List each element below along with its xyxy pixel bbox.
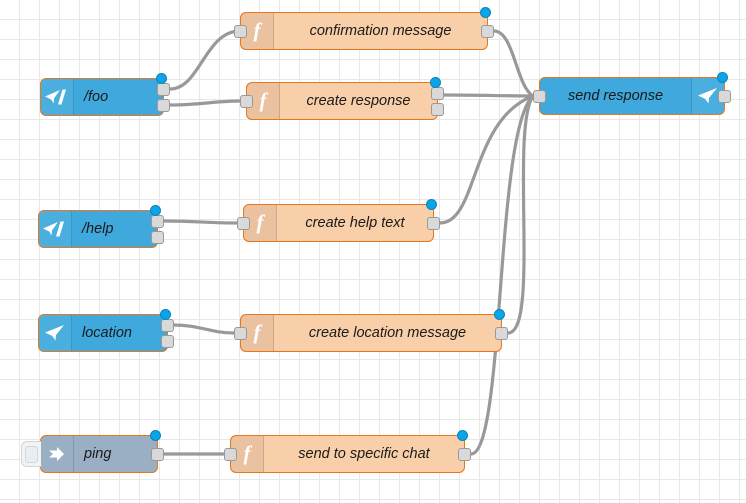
output-port[interactable] <box>458 448 471 461</box>
input-port[interactable] <box>240 95 253 108</box>
output-port-0[interactable] <box>161 319 174 332</box>
output-port[interactable] <box>427 217 440 230</box>
svg-text:f: f <box>260 90 269 112</box>
status-dot <box>150 430 161 441</box>
wire-location-trigger-to-create-location-message[interactable] <box>172 323 236 335</box>
status-dot <box>457 430 468 441</box>
telegram-command-icon <box>41 79 74 115</box>
svg-text:f: f <box>257 212 266 234</box>
node-label: location <box>82 325 132 341</box>
node-foo-command[interactable]: /foo <box>40 73 170 116</box>
output-port-0[interactable] <box>431 87 444 100</box>
node-location-trigger[interactable]: location <box>38 309 174 352</box>
status-dot <box>160 309 171 320</box>
wire-create-response-to-send-response[interactable] <box>442 93 535 98</box>
node-label: ping <box>84 446 112 462</box>
input-port[interactable] <box>234 327 247 340</box>
status-dot <box>717 72 728 83</box>
node-ping-inject[interactable]: ping <box>21 430 164 473</box>
input-port[interactable] <box>237 217 250 230</box>
telegram-icon <box>39 315 72 351</box>
status-dot <box>426 199 437 210</box>
wire-create-location-message-to-send-response[interactable] <box>506 94 535 335</box>
node-help-command[interactable]: /help <box>38 205 164 248</box>
node-label: create location message <box>308 325 467 341</box>
input-port[interactable] <box>533 90 546 103</box>
output-port[interactable] <box>495 327 508 340</box>
status-dot <box>430 77 441 88</box>
status-dot <box>494 309 505 320</box>
output-port-1[interactable] <box>157 99 170 112</box>
wire-confirmation-message-to-send-response[interactable] <box>492 29 535 98</box>
wire-send-to-specific-chat-to-send-response[interactable] <box>469 94 535 456</box>
output-port-1[interactable] <box>151 231 164 244</box>
telegram-command-icon <box>39 211 72 247</box>
svg-text:f: f <box>254 20 263 42</box>
node-send-to-specific-chat[interactable]: f send to specific chat <box>224 430 471 473</box>
wire-create-help-text-to-send-response[interactable] <box>438 94 535 225</box>
output-port[interactable] <box>151 448 164 461</box>
inject-trigger-button[interactable] <box>21 441 41 467</box>
status-dot <box>150 205 161 216</box>
node-label: create help text <box>305 215 405 231</box>
output-port-0[interactable] <box>151 215 164 228</box>
node-label: send response <box>567 88 664 104</box>
output-port-1[interactable] <box>161 335 174 348</box>
node-label: create response <box>306 93 411 109</box>
status-dot <box>480 7 491 18</box>
node-send-response[interactable]: send response <box>533 72 731 115</box>
output-port-1[interactable] <box>431 103 444 116</box>
node-label: /foo <box>84 89 109 105</box>
node-create-location-message[interactable]: f create location message <box>234 309 508 352</box>
inject-arrow-icon <box>41 436 74 472</box>
node-label: /help <box>82 221 114 237</box>
output-port-0[interactable] <box>157 83 170 96</box>
node-confirmation-message[interactable]: f confirmation message <box>234 7 494 50</box>
svg-text:f: f <box>254 322 263 344</box>
node-create-response[interactable]: f create response <box>240 77 444 120</box>
wire-foo-command-to-confirmation-message[interactable] <box>168 29 242 91</box>
wire-help-command-to-create-help-text[interactable] <box>162 219 239 225</box>
node-create-help-text[interactable]: f create help text <box>237 199 440 242</box>
output-port[interactable] <box>718 90 731 103</box>
status-dot <box>156 73 167 84</box>
input-port[interactable] <box>234 25 247 38</box>
node-label: send to specific chat <box>298 446 430 462</box>
input-port[interactable] <box>224 448 237 461</box>
output-port[interactable] <box>481 25 494 38</box>
inject-button-inner <box>25 446 38 463</box>
svg-text:f: f <box>244 443 253 465</box>
wire-foo-command-to-create-response[interactable] <box>168 99 242 107</box>
node-label: confirmation message <box>309 23 452 39</box>
